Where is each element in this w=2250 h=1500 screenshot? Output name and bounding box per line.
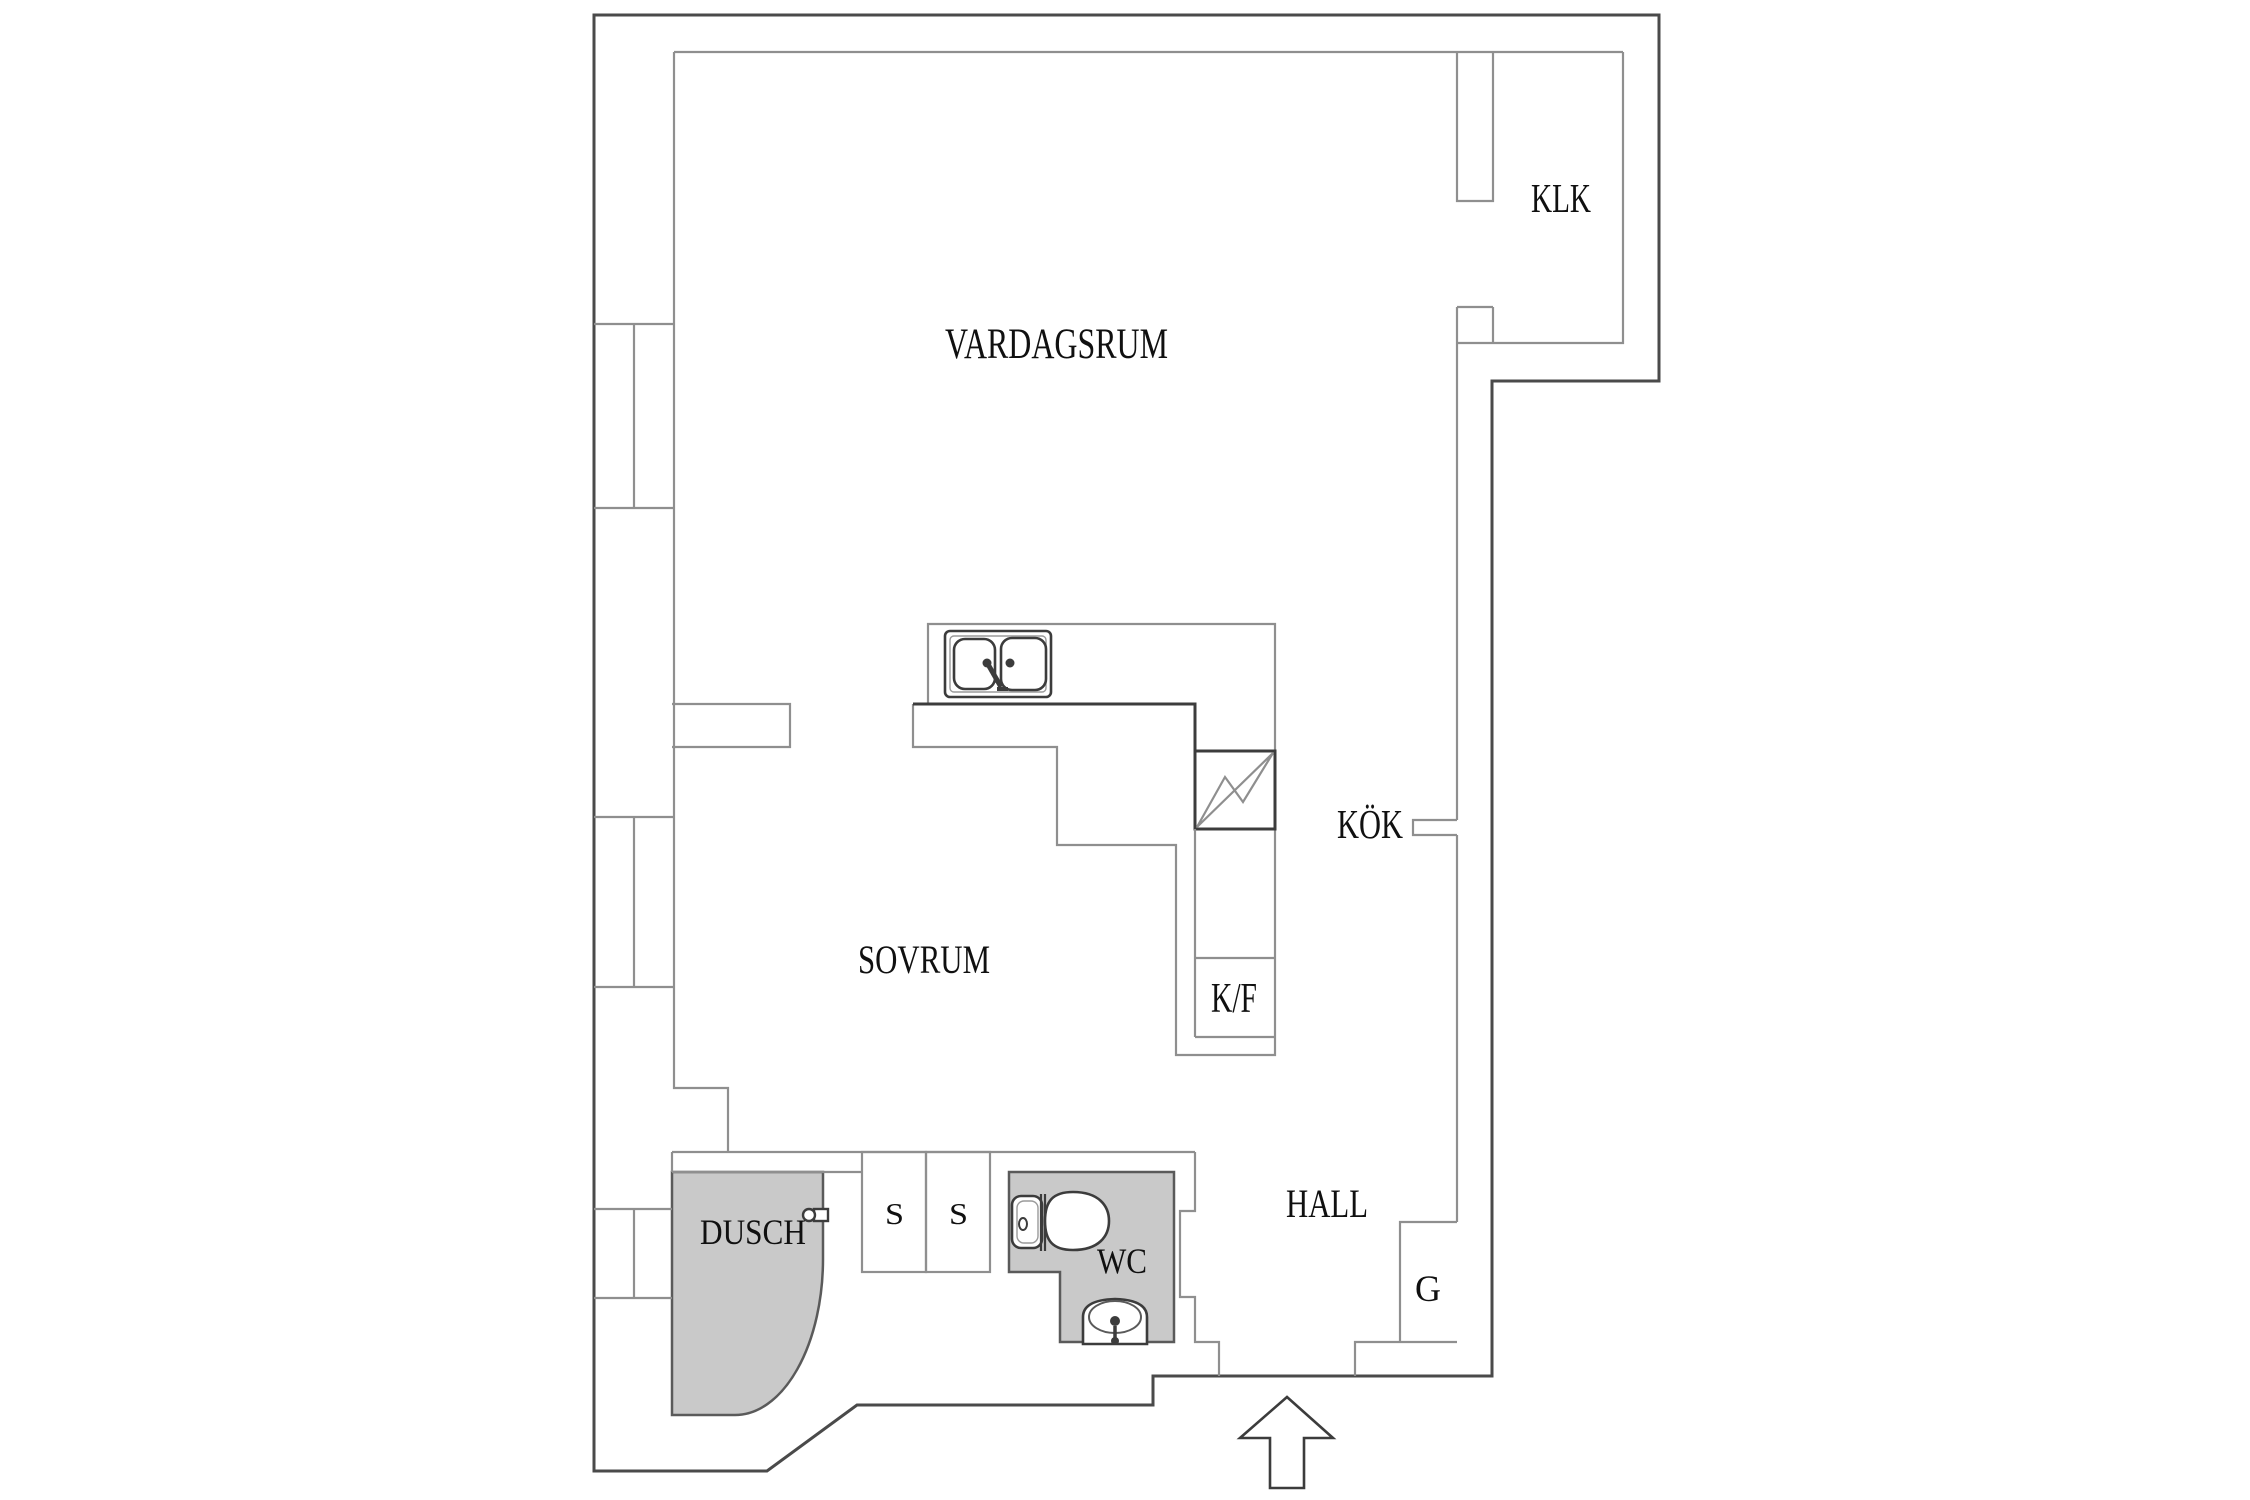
klk-partition-wall — [1455, 52, 1495, 343]
label-klk: KLK — [1531, 175, 1591, 221]
cabinet-s2 — [924, 1150, 992, 1274]
kitchen-counter-outline — [911, 622, 1277, 1057]
toilet — [1010, 1190, 1111, 1252]
inner-wall-west — [672, 52, 730, 1152]
kitchen-counter-front — [913, 702, 1197, 751]
garderob-closet — [1398, 1220, 1457, 1342]
double-kitchen-sink — [943, 629, 1053, 699]
east-wall-shaft-tick — [1411, 818, 1457, 837]
stove-electric-symbol — [1196, 752, 1274, 828]
entrance-arrow — [1236, 1395, 1337, 1490]
label-g: G — [1415, 1269, 1441, 1310]
stove — [1193, 749, 1277, 831]
divider-wall-sovrum — [672, 702, 792, 749]
wc-east-wall — [1178, 1152, 1221, 1376]
window-2 — [594, 815, 674, 989]
label-kok: KÖK — [1337, 801, 1403, 847]
label-s1: S — [885, 1196, 904, 1231]
bathroom-north-wall — [672, 1150, 1195, 1174]
label-sovrum: SOVRUM — [858, 937, 990, 982]
klk-floor-wall — [1457, 52, 1625, 345]
shower-room-floor — [670, 1170, 825, 1417]
label-kf: K/F — [1211, 976, 1257, 1022]
label-s2: S — [949, 1196, 968, 1231]
label-wc: WC — [1097, 1241, 1147, 1281]
entrance-east-jamb — [1353, 1340, 1457, 1376]
shower-door-handle — [801, 1207, 830, 1223]
label-vardagsrum: VARDAGSRUM — [945, 321, 1168, 368]
label-dusch: DUSCH — [700, 1212, 806, 1252]
label-hall: HALL — [1286, 1181, 1368, 1226]
washbasin — [1081, 1297, 1149, 1346]
kitchen-cabinet-run — [1193, 829, 1275, 1039]
window-3 — [594, 1207, 672, 1300]
outer-wall — [592, 13, 1661, 1473]
window-1 — [594, 322, 674, 510]
